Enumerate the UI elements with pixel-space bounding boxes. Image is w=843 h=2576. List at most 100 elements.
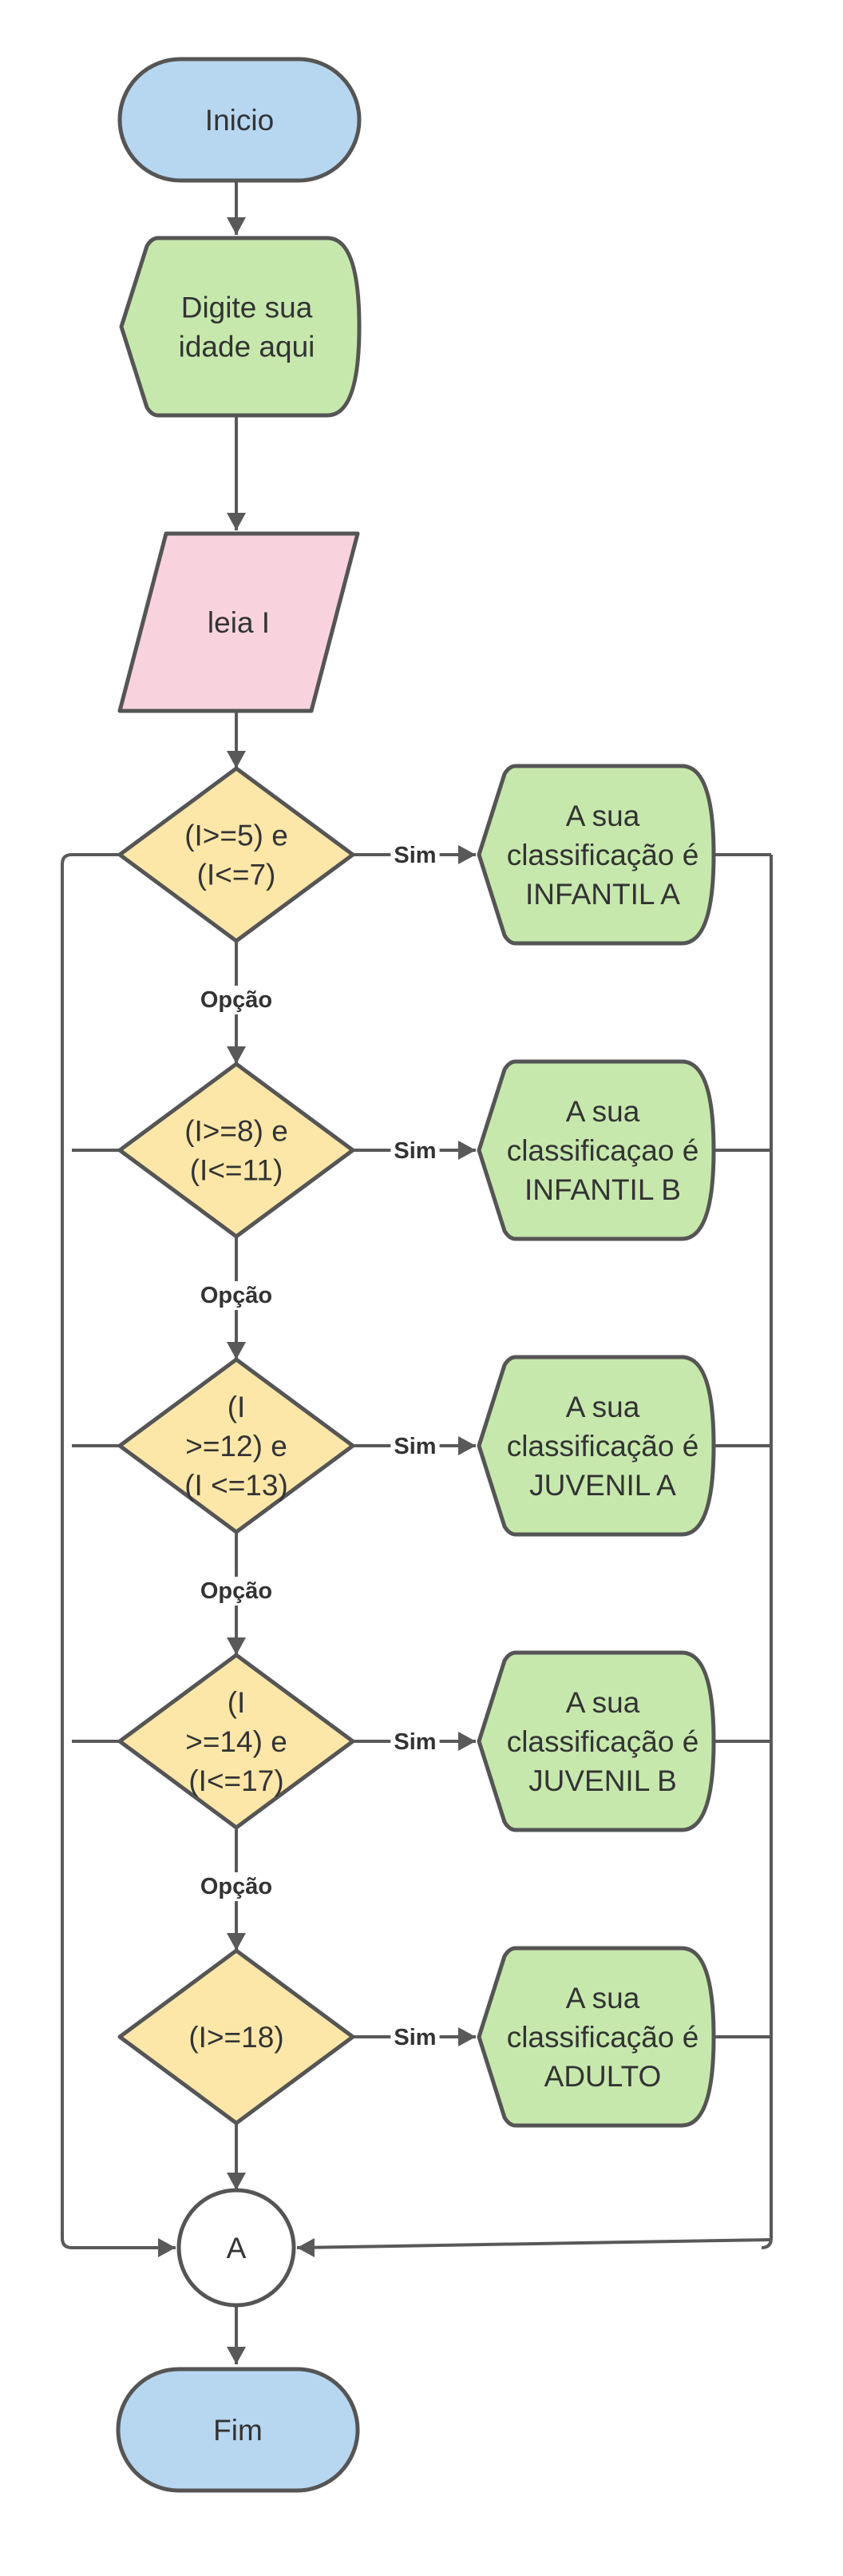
output4-line: A sua [566, 1686, 640, 1719]
output2-line: A sua [566, 1095, 640, 1128]
no-label-1: Opção [200, 987, 272, 1013]
edge-decision5-connector-arrowhead [227, 2173, 246, 2190]
yes-label-4: Sim [394, 1729, 436, 1755]
decision4-line: (I [228, 1686, 246, 1719]
edge-read-decision1-arrowhead [227, 751, 246, 768]
decision4-shape [117, 1653, 355, 1830]
left-rail [61, 853, 176, 2249]
edge-decision3-next-arrowhead [227, 1637, 246, 1655]
yes-label-1-bg [390, 841, 440, 870]
decision3-line: (I [228, 1391, 246, 1423]
edge-yes-3-arrowhead [458, 1436, 476, 1455]
input-line: idade aqui [179, 331, 315, 363]
output3-shape [477, 1355, 716, 1537]
output4-line: JUVENIL B [528, 1764, 677, 1797]
decision1-node: (I>=5) e (I<=7) [117, 766, 355, 943]
end-shape [116, 2367, 360, 2493]
decision3-shape [117, 1357, 355, 1534]
output2-text: A sua classificaçao é INFANTIL B [507, 1095, 699, 1206]
output5-text: A sua classificação é ADULTO [507, 1982, 699, 2093]
yes-label-2-bg [390, 1137, 440, 1165]
output5-line: ADULTO [544, 2060, 662, 2093]
decision2-text: (I>=8) e (I<=11) [184, 1115, 288, 1187]
read-text: leia I [208, 606, 270, 639]
output2-line: classificaçao é [507, 1134, 699, 1167]
decision1-line: (I>=5) e [184, 820, 288, 852]
no-label-3-bg [196, 1577, 276, 1606]
edge-yes-5-arrowhead [458, 2027, 476, 2046]
yes-label-5: Sim [394, 2025, 436, 2050]
yes-label-2: Sim [394, 1138, 436, 1164]
edge-start-input-arrowhead [227, 217, 246, 235]
decision3-line: >=12) e [185, 1430, 287, 1463]
start-node: Inicio [117, 57, 362, 183]
output4-shape [477, 1650, 716, 1832]
output3-line: A sua [566, 1391, 640, 1423]
edge-yes-4-arrowhead [458, 1732, 476, 1751]
no-label-4: Opção [200, 1874, 272, 1899]
output1-shape [477, 764, 716, 946]
output1-line: classificação é [507, 839, 699, 871]
decision1-line: (I<=7) [197, 859, 276, 891]
end-line: Fim [213, 2414, 263, 2447]
output5-shape [477, 1946, 716, 2128]
connector-text: A [227, 2232, 247, 2264]
output4-line: classificação é [507, 1725, 699, 1758]
yes-label-3-bg [390, 1432, 440, 1461]
no-label-3: Opção [200, 1578, 272, 1604]
decision5-node: (I>=18) [117, 1948, 355, 2125]
no-label-2: Opção [200, 1283, 272, 1308]
input-text: Digite sua idade aqui [179, 292, 315, 363]
output3-line: classificação é [507, 1430, 699, 1463]
yes-label-3: Sim [394, 1434, 436, 1459]
output3-text: A sua classificação é JUVENIL A [507, 1391, 699, 1502]
edge-decision2-next-arrowhead [227, 1342, 246, 1359]
connector-node: A [176, 2188, 296, 2308]
decision2-line: (I>=8) e [184, 1115, 288, 1148]
decision4-line: (I<=17) [188, 1764, 283, 1797]
start-shape [117, 57, 362, 183]
decision5-shape [117, 1948, 355, 2125]
connector-line: A [227, 2232, 247, 2264]
edge-decision1-next-arrowhead [227, 1046, 246, 1064]
decision4-line: >=14) e [185, 1725, 287, 1758]
input-node: Digite sua idade aqui [119, 236, 362, 418]
left-rail-arrowhead [158, 2238, 176, 2257]
decision1-text: (I>=5) e (I<=7) [184, 820, 288, 891]
start-text: Inicio [205, 104, 274, 137]
yes-label-4-bg [390, 1728, 440, 1756]
output5-line: A sua [566, 1982, 640, 2014]
connector-shape [176, 2188, 296, 2308]
decision3-line: (I <=13) [184, 1469, 288, 1502]
end-node: Fim [116, 2367, 360, 2493]
output5-line: classificação é [507, 2021, 699, 2054]
output1-line: INFANTIL A [525, 878, 680, 911]
right-return-to-connector-arrowhead [297, 2238, 315, 2257]
yes-label-1: Sim [394, 843, 436, 868]
end-text: Fim [213, 2414, 263, 2447]
no-label-1-bg [196, 986, 276, 1014]
edge-input-read-arrowhead [227, 513, 246, 530]
decision2-line: (I<=11) [190, 1154, 283, 1187]
start-line: Inicio [205, 104, 274, 137]
decision5-line: (I>=18) [188, 2021, 283, 2054]
decision2-node: (I>=8) e (I<=11) [117, 1062, 355, 1239]
edge-yes-1-arrowhead [458, 845, 476, 864]
yes-label-5-bg [390, 2023, 440, 2052]
output2-node: A sua classificaçao é INFANTIL B [477, 1059, 716, 1241]
output3-node: A sua classificação é JUVENIL A [477, 1355, 716, 1537]
decision5-text: (I>=18) [188, 2021, 283, 2054]
input-line: Digite sua [181, 292, 313, 324]
read-node: leia I [117, 531, 360, 713]
decision1-shape [117, 766, 355, 943]
no-label-2-bg [196, 1281, 276, 1310]
output2-line: INFANTIL B [524, 1173, 681, 1206]
output3-line: JUVENIL A [529, 1469, 676, 1502]
decision3-text: (I >=12) e (I <=13) [184, 1391, 288, 1502]
edge-connector-end-arrowhead [227, 2347, 246, 2364]
right-return-corner [761, 2237, 773, 2249]
